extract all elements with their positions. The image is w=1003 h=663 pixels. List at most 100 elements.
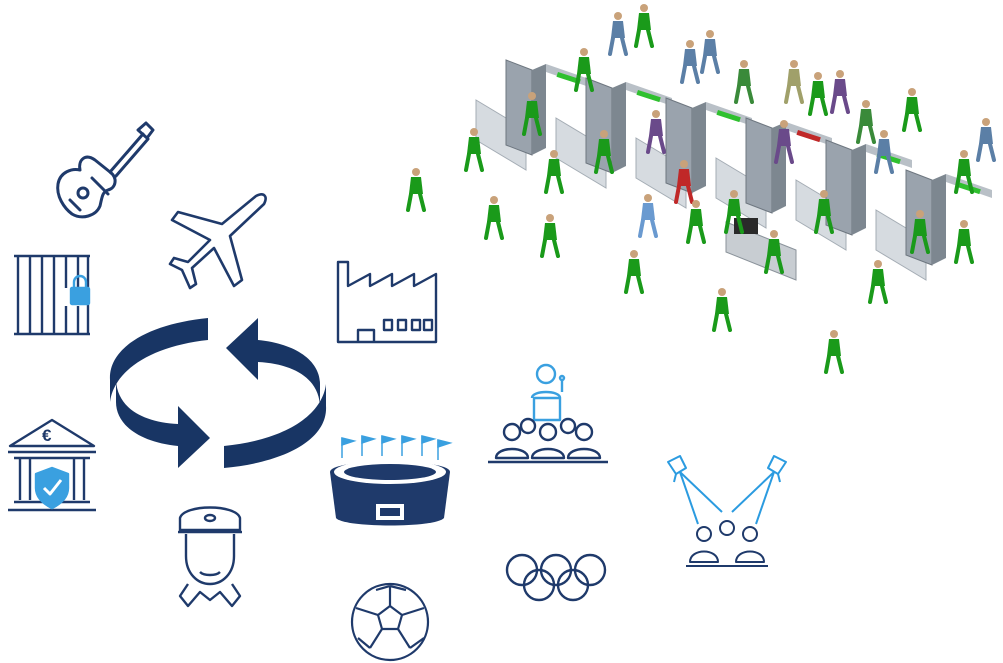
person-body [777, 129, 791, 146]
person-legs [830, 94, 850, 114]
soccer-ball-icon [348, 582, 432, 662]
euro-symbol: € [42, 426, 52, 445]
person-legs [680, 64, 700, 84]
person-body [467, 137, 481, 154]
person-head [644, 194, 652, 202]
gate-pillar-side [692, 102, 706, 193]
person-body [727, 199, 741, 216]
person-legs [634, 28, 654, 48]
person-legs [464, 152, 484, 172]
person-legs [674, 184, 694, 204]
gate-indicator [796, 130, 821, 143]
person-body [597, 139, 611, 156]
person-head [730, 190, 738, 198]
person-legs [712, 312, 732, 332]
person-head [820, 190, 828, 198]
person-legs [734, 84, 754, 104]
olympic-rings-icon [504, 552, 608, 604]
person-body [715, 297, 729, 314]
gate-pillar-side [612, 82, 626, 173]
person-body [817, 199, 831, 216]
cycle-arrows-icon [108, 310, 330, 476]
person-head [692, 200, 700, 208]
person-legs [544, 174, 564, 194]
person-head [982, 118, 990, 126]
person-legs [608, 36, 628, 56]
person-head [470, 128, 478, 136]
person-head [862, 100, 870, 108]
person-body [905, 97, 919, 114]
person-head [652, 110, 660, 118]
person-body [877, 139, 891, 156]
person-legs [774, 144, 794, 164]
security-checkpoint-illustration [396, 0, 1002, 382]
person-head [614, 12, 622, 20]
person-body [409, 177, 423, 194]
person-body [957, 159, 971, 176]
person-head [790, 60, 798, 68]
person-head [814, 72, 822, 80]
person-body [637, 13, 651, 30]
person-body [957, 229, 971, 246]
person-body [641, 203, 655, 220]
person-head [718, 288, 726, 296]
person-legs [574, 72, 594, 92]
person-body [811, 81, 825, 98]
person-head [916, 210, 924, 218]
person-legs [686, 224, 706, 244]
conference-icon [488, 362, 608, 466]
person-body [683, 49, 697, 66]
factory-icon [334, 256, 440, 344]
person-legs [808, 96, 828, 116]
person-body [525, 101, 539, 118]
person-head [680, 160, 688, 168]
person-body [859, 109, 873, 126]
person-legs [874, 154, 894, 174]
person-head [874, 260, 882, 268]
person-body [737, 69, 751, 86]
person-head [880, 130, 888, 138]
person-body [611, 21, 625, 38]
person-head [630, 250, 638, 258]
person-body [649, 119, 663, 136]
person-body [767, 239, 781, 256]
guitar-icon [50, 120, 156, 224]
gate-indicator [636, 89, 661, 103]
person-legs [856, 124, 876, 144]
person-legs [764, 254, 784, 274]
gate-indicator [956, 182, 981, 195]
person-legs [624, 274, 644, 294]
gate-pillar [745, 117, 773, 214]
person-legs [594, 154, 614, 174]
person-legs [868, 284, 888, 304]
person-body [827, 339, 841, 356]
person-legs [910, 234, 930, 254]
person-legs [522, 116, 542, 136]
person-body [577, 57, 591, 74]
person-legs [954, 244, 974, 264]
gate-pillar-side [532, 64, 546, 155]
person-body [677, 169, 691, 186]
person-legs [814, 214, 834, 234]
person-legs [976, 142, 996, 162]
person-legs [540, 238, 560, 258]
person-legs [824, 354, 844, 374]
person-legs [646, 134, 666, 154]
gate-indicator [556, 72, 581, 85]
person-head [528, 92, 536, 100]
prison-icon [12, 254, 92, 336]
person-body [547, 159, 561, 176]
person-body [703, 39, 717, 56]
gate-pillar-side [852, 144, 866, 235]
person-legs [406, 192, 426, 212]
person-head [580, 48, 588, 56]
person-legs [484, 220, 504, 240]
bank-icon: € [6, 416, 98, 514]
person-legs [724, 214, 744, 234]
airplane-icon [168, 190, 270, 290]
person-head [960, 150, 968, 158]
person-head [706, 30, 714, 38]
person-body [689, 209, 703, 226]
gate-indicator [716, 109, 741, 123]
person-head [546, 214, 554, 222]
